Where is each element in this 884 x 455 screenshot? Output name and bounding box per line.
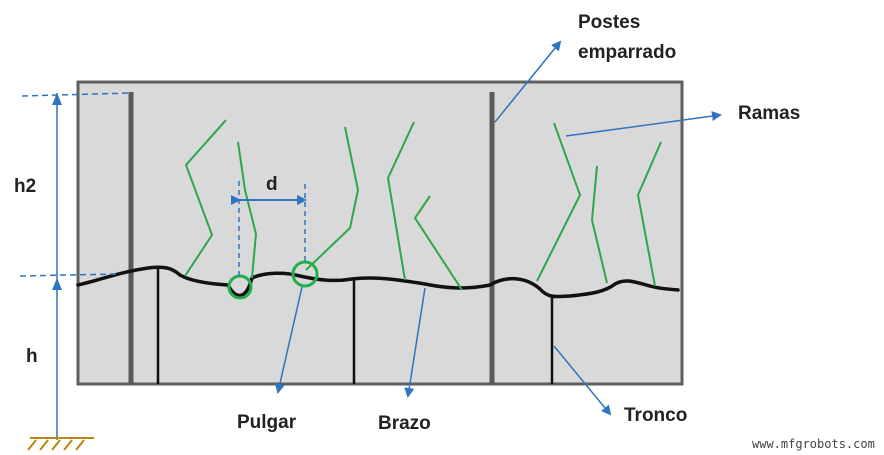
shoot — [413, 195, 463, 291]
h-top-guide — [19, 273, 119, 277]
watermark: www.mfgrobots.com — [752, 437, 875, 451]
shoot — [386, 121, 415, 281]
tronco-label: Tronco — [624, 405, 687, 426]
postes-pointer — [494, 40, 562, 123]
trellis-panel — [76, 80, 684, 386]
pulgar-pointer — [274, 286, 303, 394]
thumb-ring-2 — [291, 260, 319, 288]
ramas-pointer — [565, 111, 722, 137]
h-arrow-top — [52, 278, 62, 290]
h2-arrow-top — [52, 93, 62, 105]
ground-symbol — [27, 437, 94, 451]
shoot — [305, 126, 360, 271]
brazo-label: Brazo — [378, 413, 431, 434]
shoot — [184, 119, 227, 277]
pulgar-label: Pulgar — [237, 412, 297, 433]
cordon-arm — [76, 265, 680, 299]
h-label: h — [26, 346, 38, 367]
ramas-label: Ramas — [738, 103, 800, 124]
thumb-ring-1 — [227, 274, 253, 300]
shoot — [237, 141, 258, 279]
shoot — [536, 122, 582, 282]
shoots — [184, 119, 662, 291]
shoot — [636, 141, 662, 287]
postes-label-line1: Postes — [578, 12, 640, 33]
tronco-pointer — [553, 345, 612, 416]
shoot — [590, 165, 608, 284]
d-label: d — [266, 174, 278, 195]
h2-label: h2 — [14, 176, 36, 197]
brazo-pointer — [404, 287, 426, 398]
postes-label-line2: emparrado — [578, 42, 676, 63]
h2-top-guide — [21, 92, 131, 97]
